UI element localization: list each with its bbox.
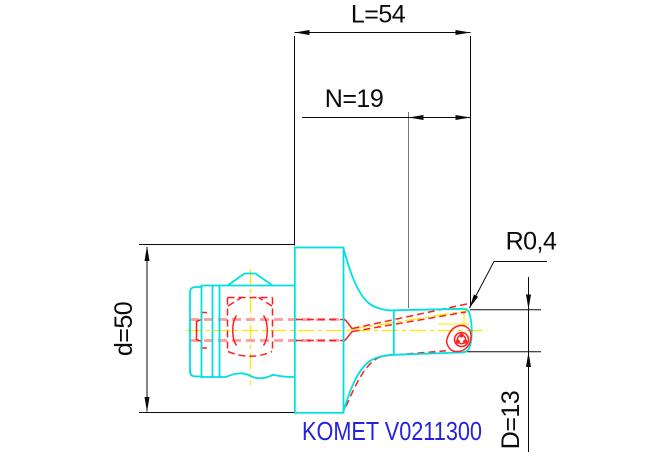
neck-taper-bottom [342, 353, 395, 413]
flange-body [293, 246, 345, 414]
bore-converge-bottom [344, 330, 354, 341]
clamp-segment-right [262, 315, 268, 346]
shank-bottom-edge [200, 372, 295, 380]
neck-taper-top [342, 247, 395, 312]
torx-lobe-3 [463, 339, 468, 344]
dim-label-shank-diameter: d=50 [110, 302, 138, 356]
head-top-edge [392, 307, 465, 312]
dimension-layer [139, 30, 547, 452]
head-bottom-edge [392, 351, 460, 356]
cavity-bottom-arc [227, 350, 273, 357]
flute-hidden-line [345, 350, 447, 407]
drive-key-triangle [226, 272, 274, 287]
cutting-insert-outline [445, 324, 472, 353]
arrow-N-right [455, 115, 471, 120]
arrow-D-bottom [526, 352, 531, 367]
dim-label-cutting-diameter: D=13 [497, 391, 525, 449]
bore-converge-top [344, 319, 354, 330]
outline-layer [189, 246, 473, 414]
torx-lobe-1 [459, 333, 464, 338]
part-number-title: KOMET V0211300 [302, 416, 482, 446]
arrow-L-right [455, 30, 471, 35]
insert-axis-centerline [349, 309, 469, 331]
dim-label-corner-radius: R0,4 [506, 228, 557, 256]
torx-lobe-2 [455, 339, 460, 344]
screw-torx-socket [456, 334, 467, 345]
arrow-L-left [294, 30, 310, 35]
arrow-D-top [526, 294, 531, 310]
arrow-R-leader [469, 294, 479, 308]
arrow-d-bottom [144, 397, 150, 412]
clamp-segment-left [232, 315, 238, 346]
leader-line-R [469, 261, 547, 309]
hidden-line-layer [190, 296, 470, 407]
centerline-layer [186, 269, 487, 385]
dim-label-neck-length: N=19 [325, 85, 383, 113]
clamp-screw-head [453, 331, 470, 348]
arrow-N-left [408, 115, 424, 120]
insert-layer [445, 324, 472, 353]
label-layer: L=54 N=19 R0,4 d=50 D=13 KOMET V0211300 [110, 1, 557, 450]
arrow-d-top [144, 246, 150, 261]
coolant-duct-upper [352, 302, 470, 330]
cavity-chevron-right [258, 296, 273, 307]
coolant-duct-lower [352, 311, 467, 333]
dim-label-total-length: L=54 [351, 1, 406, 29]
cavity-chevron-left [227, 296, 242, 307]
shank-end-cap [189, 286, 203, 378]
